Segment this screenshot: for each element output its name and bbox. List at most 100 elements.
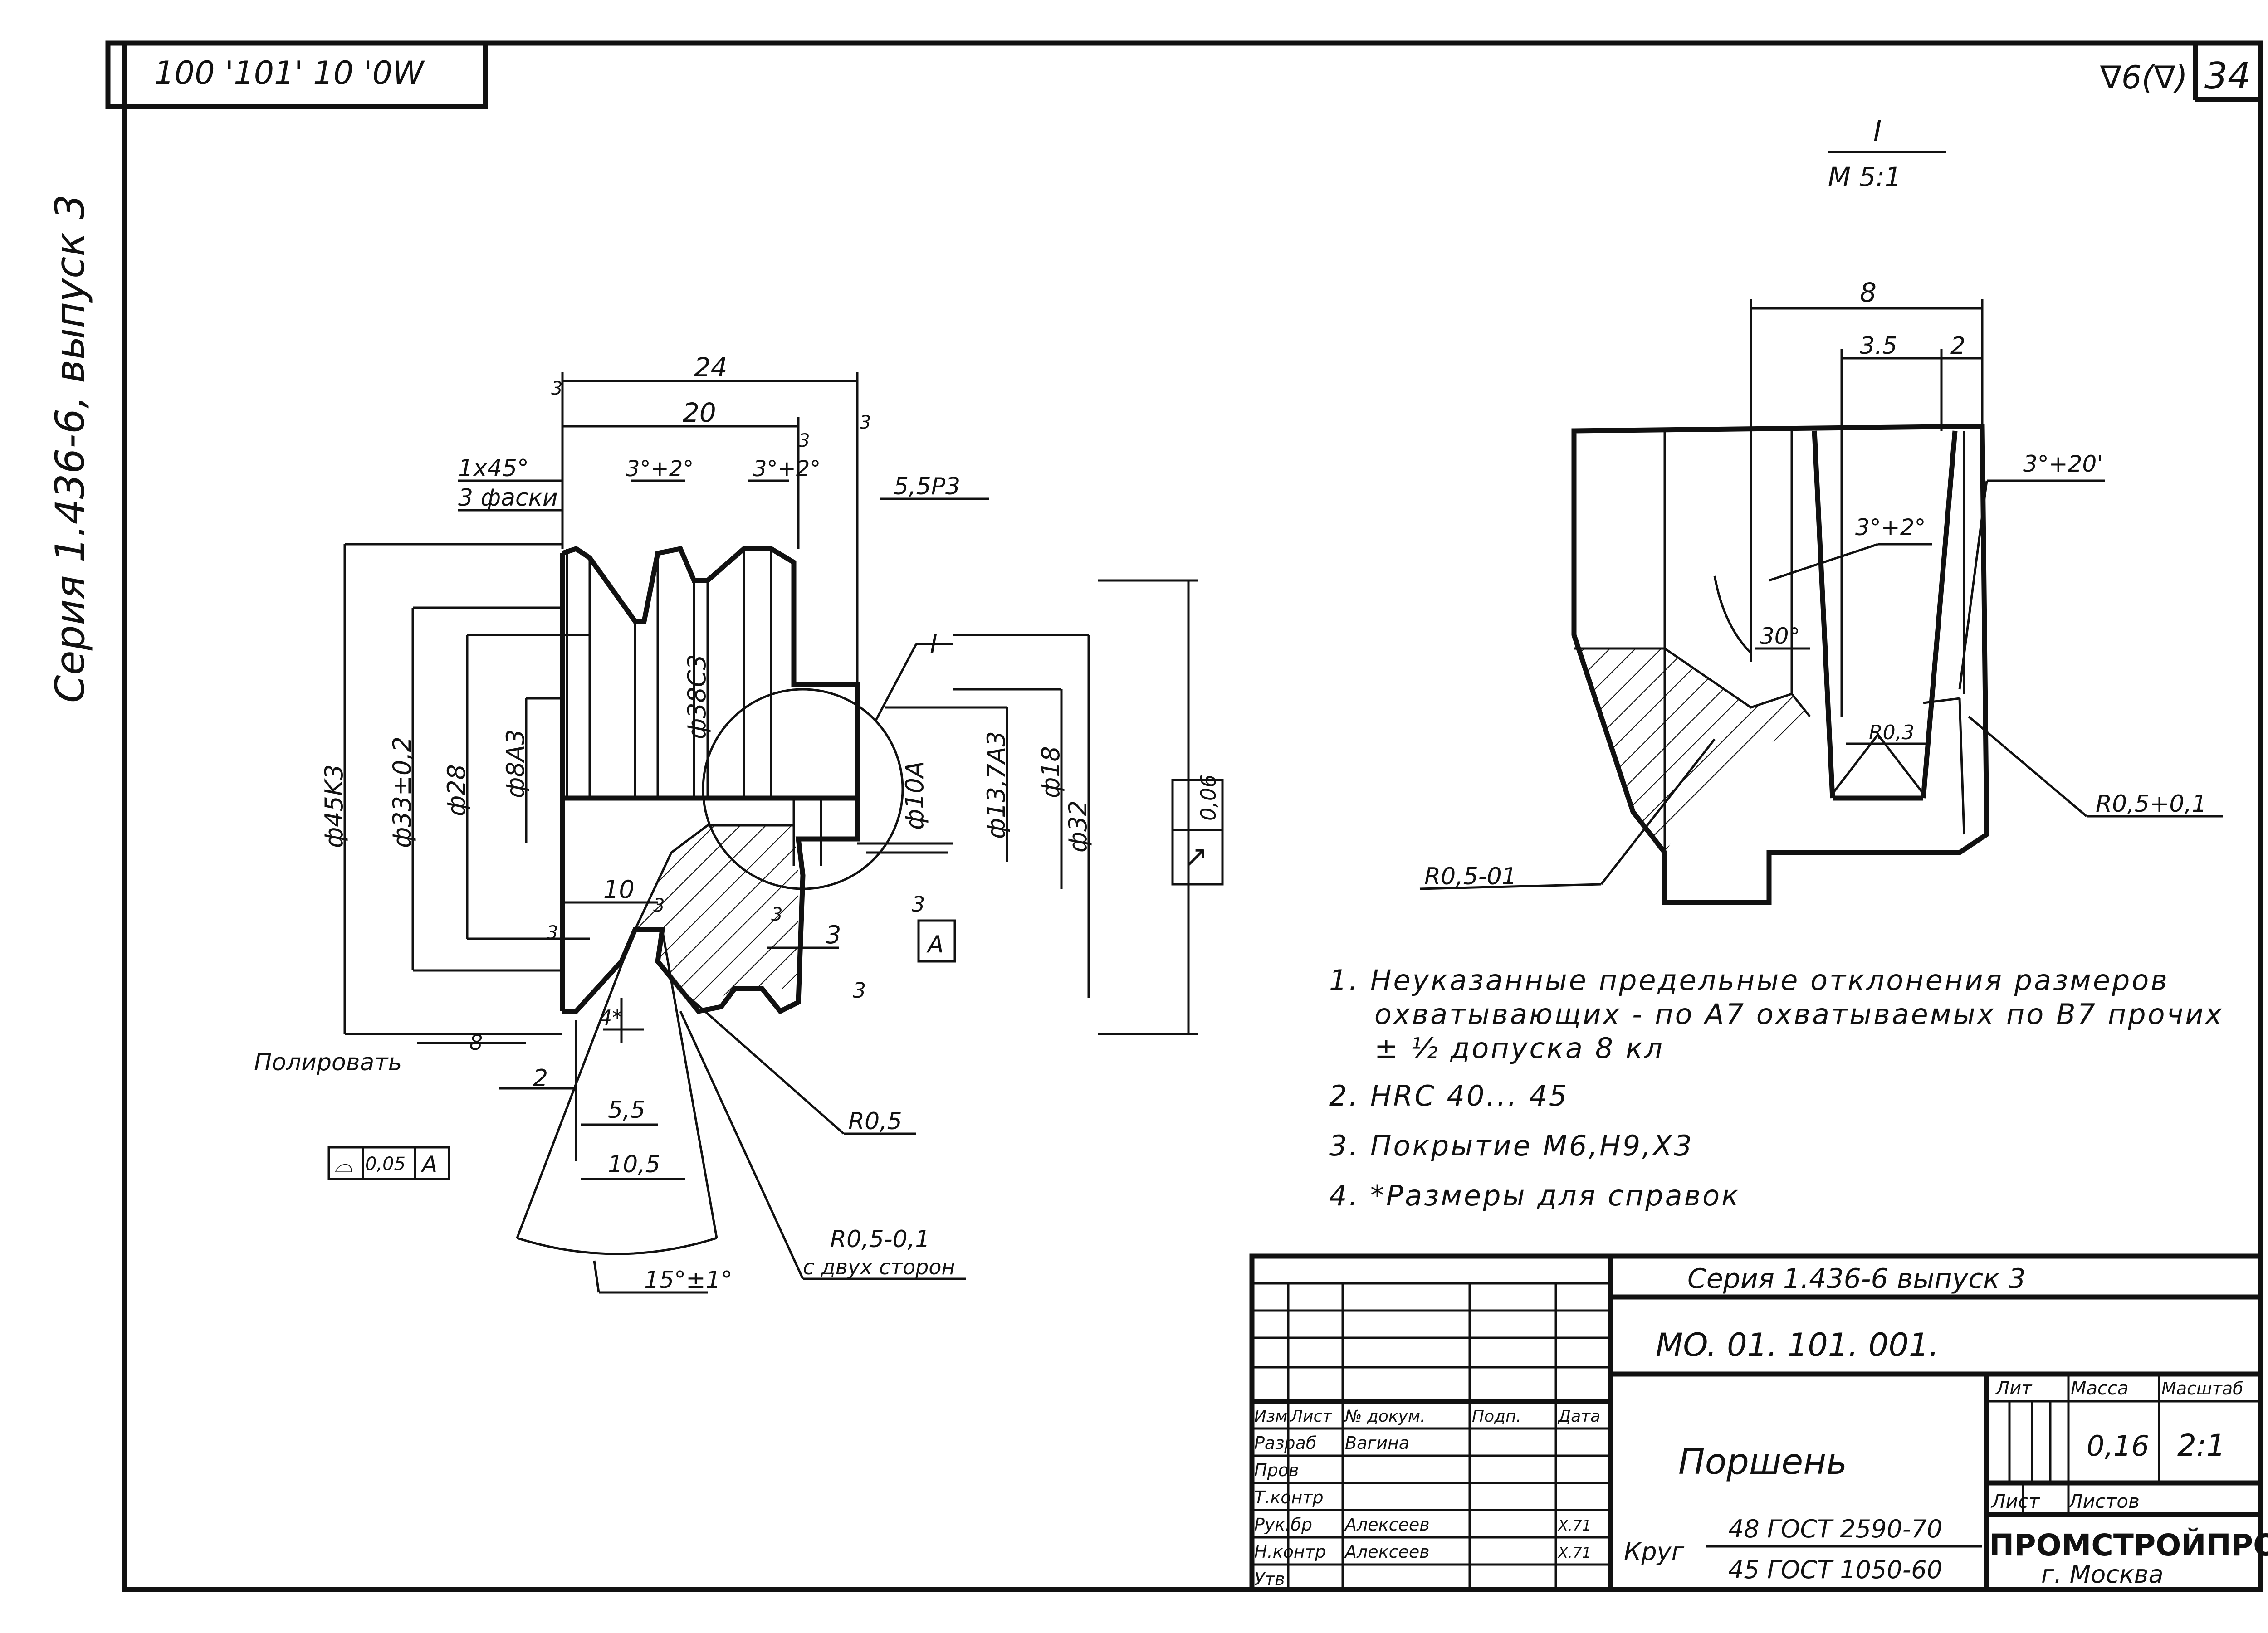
stamp-box — [105, 40, 488, 109]
angle-a1: 3°+2° — [626, 456, 694, 482]
angle-a2: 3°+2° — [753, 456, 821, 482]
detail-angle-1: 3°+20' — [2023, 451, 2103, 477]
title-scale-h: Масштаб — [2161, 1379, 2244, 1399]
note-1b: охватывающих - по A7 охватываемых по B7 … — [1374, 998, 2224, 1031]
svg-text:3: 3 — [771, 904, 782, 925]
chamfer-2: 3 фаски — [458, 484, 558, 512]
note-3: 3. Покрытие M6,H9,X3 — [1329, 1129, 1694, 1162]
title-code: MO. 01. 101. 001. — [1656, 1326, 1939, 1364]
svg-text:Т.контр: Т.контр — [1254, 1487, 1324, 1507]
svg-text:Пров: Пров — [1254, 1460, 1299, 1480]
title-mass: 0,16 — [2087, 1429, 2149, 1462]
dim-d28: ф28 — [442, 764, 471, 816]
side-series-text: Серия 1.436-6, выпуск 3 — [47, 194, 93, 703]
sheet-number: 34 — [2204, 55, 2251, 97]
flatness-sym: ⌓ — [334, 1151, 352, 1178]
detail-view: I M 5:1 8 3.5 2 — [1419, 114, 2223, 905]
detail-r05b: R0,5-01 — [1424, 863, 1517, 890]
radius-note: с двух сторон — [803, 1255, 955, 1279]
svg-text:Н.контр: Н.контр — [1254, 1542, 1326, 1562]
dim-2: 2 — [533, 1065, 548, 1092]
svg-text:3: 3 — [860, 412, 871, 433]
svg-text:Подп.: Подп. — [1472, 1407, 1521, 1426]
dim-d137: ф13,7A3 — [982, 731, 1011, 839]
svg-text:Рук.бр: Рук.бр — [1254, 1515, 1312, 1535]
svg-text:Изм: Изм — [1254, 1407, 1287, 1426]
polish-label: Полировать — [254, 1049, 402, 1076]
title-mass-h: Масса — [2071, 1378, 2129, 1399]
runout-sym: ↗ — [1184, 840, 1208, 873]
datum-a: A — [926, 931, 944, 958]
svg-text:Утв: Утв — [1254, 1569, 1285, 1589]
title-material-1: 48 ГОСТ 2590-70 — [1728, 1515, 1942, 1543]
svg-text:3: 3 — [853, 978, 866, 1003]
surface-mark: ∇6(∇) — [2100, 59, 2188, 96]
radius-05: R0,5 — [848, 1108, 902, 1135]
title-scale: 2:1 — [2177, 1428, 2225, 1463]
svg-text:3: 3 — [653, 895, 665, 916]
dim-d33: ф33±0,2 — [388, 736, 416, 848]
svg-text:X.71: X.71 — [1557, 1544, 1591, 1561]
dim-105: 10,5 — [608, 1151, 660, 1178]
thread-p1: 5,5P3 — [894, 473, 960, 500]
note-1: 1. Неуказанные предельные отклонения раз… — [1329, 964, 2169, 997]
drawing-frame — [122, 40, 2263, 1592]
svg-text:Разраб: Разраб — [1254, 1433, 1316, 1453]
dim-d45: ф45K3 — [320, 764, 348, 848]
detail-label: I — [1873, 114, 1882, 147]
title-org: ПРОМСТРОЙПРОЕКТ — [1989, 1527, 2268, 1563]
detail-angle-30: 30° — [1760, 623, 1800, 649]
dim-55: 5,5 — [608, 1097, 645, 1124]
runout-tol: 0,06 — [1196, 775, 1221, 821]
dim-3: 3 — [826, 921, 841, 949]
title-name: Поршень — [1678, 1442, 1847, 1482]
title-material-pre: Круг — [1624, 1537, 1685, 1566]
note-4: 4. *Размеры для справок — [1329, 1179, 1740, 1212]
chamfer-1: 1x45° — [458, 455, 529, 482]
stamp-text: 100 '101' 10 '0W — [154, 54, 425, 92]
dim-24: 24 — [694, 352, 728, 383]
dim-d18: ф18 — [1036, 746, 1065, 798]
main-part-view — [327, 372, 1224, 1294]
main-dim-labels: 24 20 1x45° 3 фаски 3°+2° 3°+2° 5,5P3 ф4… — [254, 352, 1221, 1294]
title-sheet: Лист — [1990, 1490, 2040, 1512]
dim-10: 10 — [603, 875, 635, 904]
title-series: Серия 1.436-6 выпуск 3 — [1687, 1263, 2026, 1295]
datum-a-box — [917, 919, 956, 963]
svg-text:Дата: Дата — [1557, 1407, 1600, 1426]
angle-15: 15°±1° — [644, 1267, 733, 1294]
svg-text:Алексеев: Алексеев — [1344, 1542, 1430, 1562]
dim-d10: ф10A — [900, 761, 929, 830]
title-city: г. Москва — [2041, 1560, 2164, 1589]
runout-frame — [1171, 779, 1224, 886]
svg-text:3: 3 — [547, 922, 558, 943]
detail-circle — [702, 688, 904, 890]
title-lit: Лит — [1995, 1378, 2033, 1399]
title-block: Серия 1.436-6 выпуск 3 MO. 01. 101. 001.… — [1249, 1253, 2268, 1592]
detail-dim-8: 8 — [1860, 277, 1877, 308]
radius-05b: R0,5-0,1 — [830, 1226, 930, 1253]
detail-callout: I — [930, 630, 938, 659]
detail-r03: R0,3 — [1869, 721, 1915, 744]
svg-text:Лист: Лист — [1290, 1407, 1332, 1426]
flatness-ref: A — [420, 1151, 437, 1178]
detail-dim-35: 3.5 — [1860, 332, 1897, 360]
dim-20: 20 — [683, 397, 716, 428]
svg-text:Алексеев: Алексеев — [1344, 1515, 1430, 1535]
flatness-frame — [327, 1146, 450, 1180]
detail-r05: R0,5+0,1 — [2096, 790, 2207, 818]
dim-d38: ф38C3 — [683, 654, 711, 739]
polish-mark: 8 — [469, 1030, 483, 1055]
title-material-2: 45 ГОСТ 1050-60 — [1728, 1555, 1942, 1584]
note-1c: ± ½ допуска 8 кл — [1374, 1032, 1664, 1065]
flatness-tol: 0,05 — [365, 1154, 406, 1175]
svg-text:Вагина: Вагина — [1345, 1433, 1409, 1453]
svg-text:3: 3 — [798, 430, 810, 451]
svg-text:3: 3 — [912, 892, 925, 916]
svg-text:X.71: X.71 — [1557, 1517, 1591, 1534]
svg-text:№ докум.: № докум. — [1344, 1407, 1425, 1426]
svg-text:3: 3 — [551, 378, 562, 399]
dim-d32: ф32 — [1064, 800, 1092, 853]
